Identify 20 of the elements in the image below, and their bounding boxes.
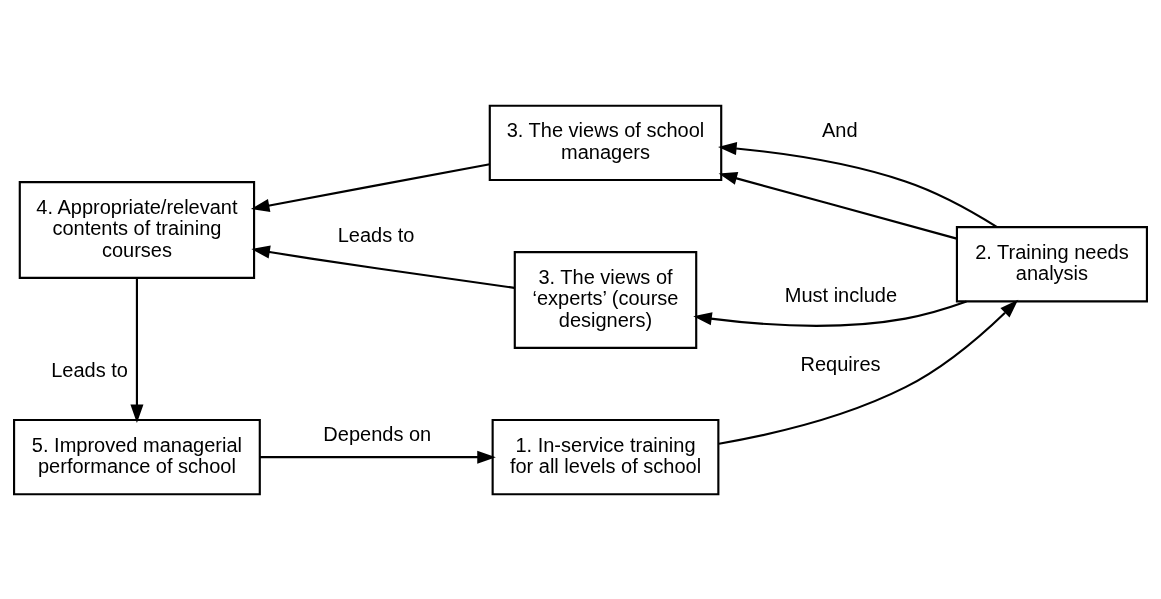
arrow — [260, 450, 496, 464]
edge-label: Depends on — [323, 422, 432, 445]
node-box: 4. Appropriate/relevant contents of training courses — [18, 180, 256, 279]
arrow — [718, 299, 1019, 445]
node-box: 3. The views of school managers — [488, 104, 723, 181]
node-box: 2. Training needs analysis — [955, 225, 1148, 302]
edge-label: Leads to — [51, 358, 128, 381]
edge-label: And — [821, 118, 858, 141]
node-box: 1. In-service training for all levels of school — [491, 418, 720, 495]
node-box: 5. Improved managerial performance of school — [13, 418, 261, 495]
arrow — [130, 277, 144, 423]
arrow — [718, 141, 998, 228]
node-box: 3. The views of ‘experts’ (course designers) — [513, 250, 698, 349]
arrow — [250, 162, 490, 212]
edge-label: Leads to — [337, 223, 415, 246]
arrow — [251, 245, 515, 289]
arrow — [693, 300, 967, 327]
arrow — [718, 171, 957, 240]
edge-label: Must include — [784, 283, 898, 306]
edge-label: Requires — [800, 352, 881, 375]
